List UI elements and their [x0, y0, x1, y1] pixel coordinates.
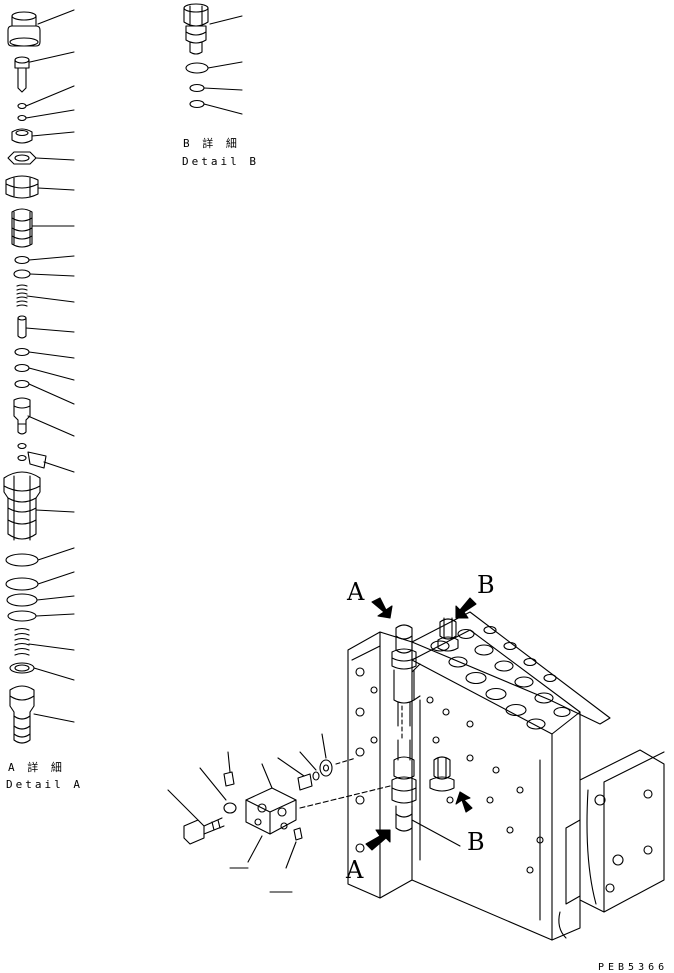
leader-line	[29, 273, 75, 277]
leader-line	[28, 351, 75, 359]
leader-line	[203, 103, 243, 115]
view-label-a-top: A	[347, 578, 365, 606]
leader-line	[37, 9, 75, 25]
leader-line	[25, 327, 75, 333]
leader-line	[209, 15, 243, 25]
leader-line	[37, 571, 75, 585]
leader-line	[25, 85, 75, 107]
leader-line	[203, 87, 243, 91]
arrow-b-bottom	[455, 791, 473, 813]
pin-part	[293, 827, 303, 841]
flange-part	[245, 787, 297, 835]
view-arrows	[365, 597, 477, 851]
small-ring-part	[17, 102, 27, 110]
leader-line	[227, 751, 231, 773]
plug-part	[297, 773, 313, 791]
washer-part	[17, 442, 27, 450]
seal-ring-part	[319, 759, 333, 777]
o-ring-part	[14, 379, 30, 389]
leader-line	[37, 187, 75, 191]
leader-line	[25, 109, 75, 119]
valve-body-part	[3, 471, 41, 541]
o-ring-part	[14, 347, 30, 357]
leader-line	[28, 383, 75, 405]
leader-line	[33, 667, 75, 681]
arrow-b-top	[455, 597, 477, 619]
leader-line	[35, 613, 75, 617]
leader-line	[277, 757, 305, 777]
leader-line	[28, 367, 75, 381]
valve-spool-part	[11, 208, 33, 248]
detail-b-caption: Detail B	[182, 155, 259, 168]
leader-line	[167, 789, 199, 821]
leader-line	[35, 157, 75, 161]
detail-a-title: A 詳 細	[8, 761, 65, 774]
drawing-code: PEB5366	[598, 962, 669, 973]
hex-nut-part	[5, 175, 39, 199]
o-ring-part	[5, 553, 39, 567]
leader-line	[35, 509, 75, 513]
leader-line	[36, 595, 75, 601]
leader-line	[37, 547, 75, 561]
leader-line	[321, 733, 327, 759]
leader-line	[27, 415, 75, 437]
leader-line	[199, 767, 227, 801]
leader-line	[33, 713, 75, 723]
arrow-a-bottom	[365, 829, 391, 851]
view-label-b-bottom: B	[467, 828, 485, 856]
o-ring-part	[7, 610, 37, 622]
small-ring-part	[17, 114, 27, 122]
pin-part	[14, 56, 30, 93]
leader-line	[299, 751, 317, 771]
pin-part	[223, 771, 235, 787]
leader-line	[411, 819, 461, 847]
leader-line	[28, 643, 75, 651]
seal-ring-part	[9, 662, 35, 674]
arrow-a-top	[371, 597, 393, 619]
o-ring-part	[14, 255, 30, 265]
leader-line	[207, 61, 243, 69]
tag-part	[27, 451, 47, 469]
valve-a-assembly	[391, 624, 421, 832]
leader-line	[285, 841, 297, 869]
o-ring-part	[185, 62, 209, 74]
o-ring-part	[189, 99, 205, 109]
leader-line	[31, 131, 75, 137]
spring-part	[16, 284, 28, 307]
small-pin-part	[17, 315, 27, 339]
detail-b-parts	[183, 3, 243, 115]
view-label-b-top: B	[477, 571, 495, 599]
gasket-part	[7, 151, 37, 165]
o-ring-part	[14, 363, 30, 373]
washer-part	[223, 802, 237, 814]
leader-line	[261, 763, 273, 789]
plunger-part	[13, 397, 31, 435]
view-label-a-bottom: A	[346, 856, 364, 884]
adapter-part	[9, 685, 35, 744]
cap-plug-part	[7, 11, 41, 47]
washer-part	[17, 454, 27, 462]
leader-line	[29, 51, 75, 63]
detail-a-parts	[3, 9, 75, 744]
leader-line	[28, 255, 75, 261]
bolt-part	[183, 817, 225, 845]
valve-b-assembly	[429, 617, 459, 792]
o-ring-part	[13, 269, 31, 279]
leader-line	[26, 295, 75, 303]
o-ring-part	[5, 577, 39, 591]
o-ring-part	[312, 771, 320, 781]
spring-part	[14, 627, 30, 656]
control-valve-body	[347, 611, 665, 941]
leader-line	[43, 461, 75, 473]
leader-line	[247, 835, 263, 863]
detail-a-caption: Detail A	[6, 778, 83, 791]
detail-b-title: B 詳 細	[183, 137, 240, 150]
flange-exploded-parts	[167, 705, 403, 893]
o-ring-part	[6, 593, 38, 607]
o-ring-part	[189, 83, 205, 93]
plug-part	[183, 3, 209, 55]
nut-part	[11, 128, 33, 144]
